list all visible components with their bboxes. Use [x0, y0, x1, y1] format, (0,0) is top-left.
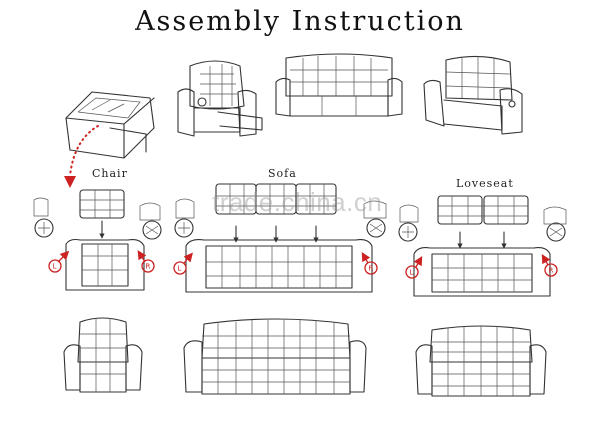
sofa-marker-right: R [361, 252, 378, 275]
svg-text:L: L [53, 263, 57, 271]
sofa-detail-left [174, 198, 195, 238]
svg-text:R: R [146, 263, 151, 271]
svg-text:L: L [410, 269, 414, 277]
recliner-chair-perspective [177, 60, 263, 137]
page-title: Assembly Instruction [135, 6, 465, 37]
svg-text:R: R [549, 267, 554, 275]
loveseat-detail-right [543, 206, 567, 242]
loveseat-label: Loveseat [456, 177, 514, 190]
sofa-backrest-pieces [215, 183, 337, 215]
sofa-base-assembly [185, 239, 373, 293]
mechanism-arrow-head [64, 176, 76, 188]
loveseat-assembled-front [415, 325, 547, 397]
sofa-detail-right [363, 200, 387, 238]
chair-assembled-front [63, 317, 143, 393]
loveseat-base-assembly [413, 247, 551, 297]
chair-marker-left: L [48, 250, 70, 273]
chair-marker-right: R [137, 250, 155, 273]
chair-base-assembly [65, 238, 145, 291]
sofa-perspective [275, 53, 403, 117]
mechanism-arrow [69, 125, 99, 177]
sofa-down-arrows [233, 225, 319, 243]
chair-label: Chair [92, 167, 128, 180]
sofa-label: Sofa [268, 167, 297, 180]
sofa-marker-left: L [173, 252, 193, 275]
loveseat-down-arrows [457, 231, 507, 249]
loveseat-perspective [423, 55, 523, 135]
chair-detail-right [139, 202, 162, 240]
chair-backrest-piece [79, 189, 125, 219]
loveseat-backrest-pieces [437, 195, 529, 225]
mechanism-box [65, 91, 155, 159]
svg-text:R: R [369, 265, 374, 273]
watermark: trade.china.cn [212, 187, 383, 217]
loveseat-marker-left: L [405, 256, 423, 279]
chair-detail-left [33, 197, 54, 238]
sofa-assembled-front [183, 318, 367, 395]
svg-text:L: L [178, 265, 182, 273]
loveseat-detail-left [398, 204, 419, 242]
loveseat-marker-right: R [541, 254, 558, 277]
